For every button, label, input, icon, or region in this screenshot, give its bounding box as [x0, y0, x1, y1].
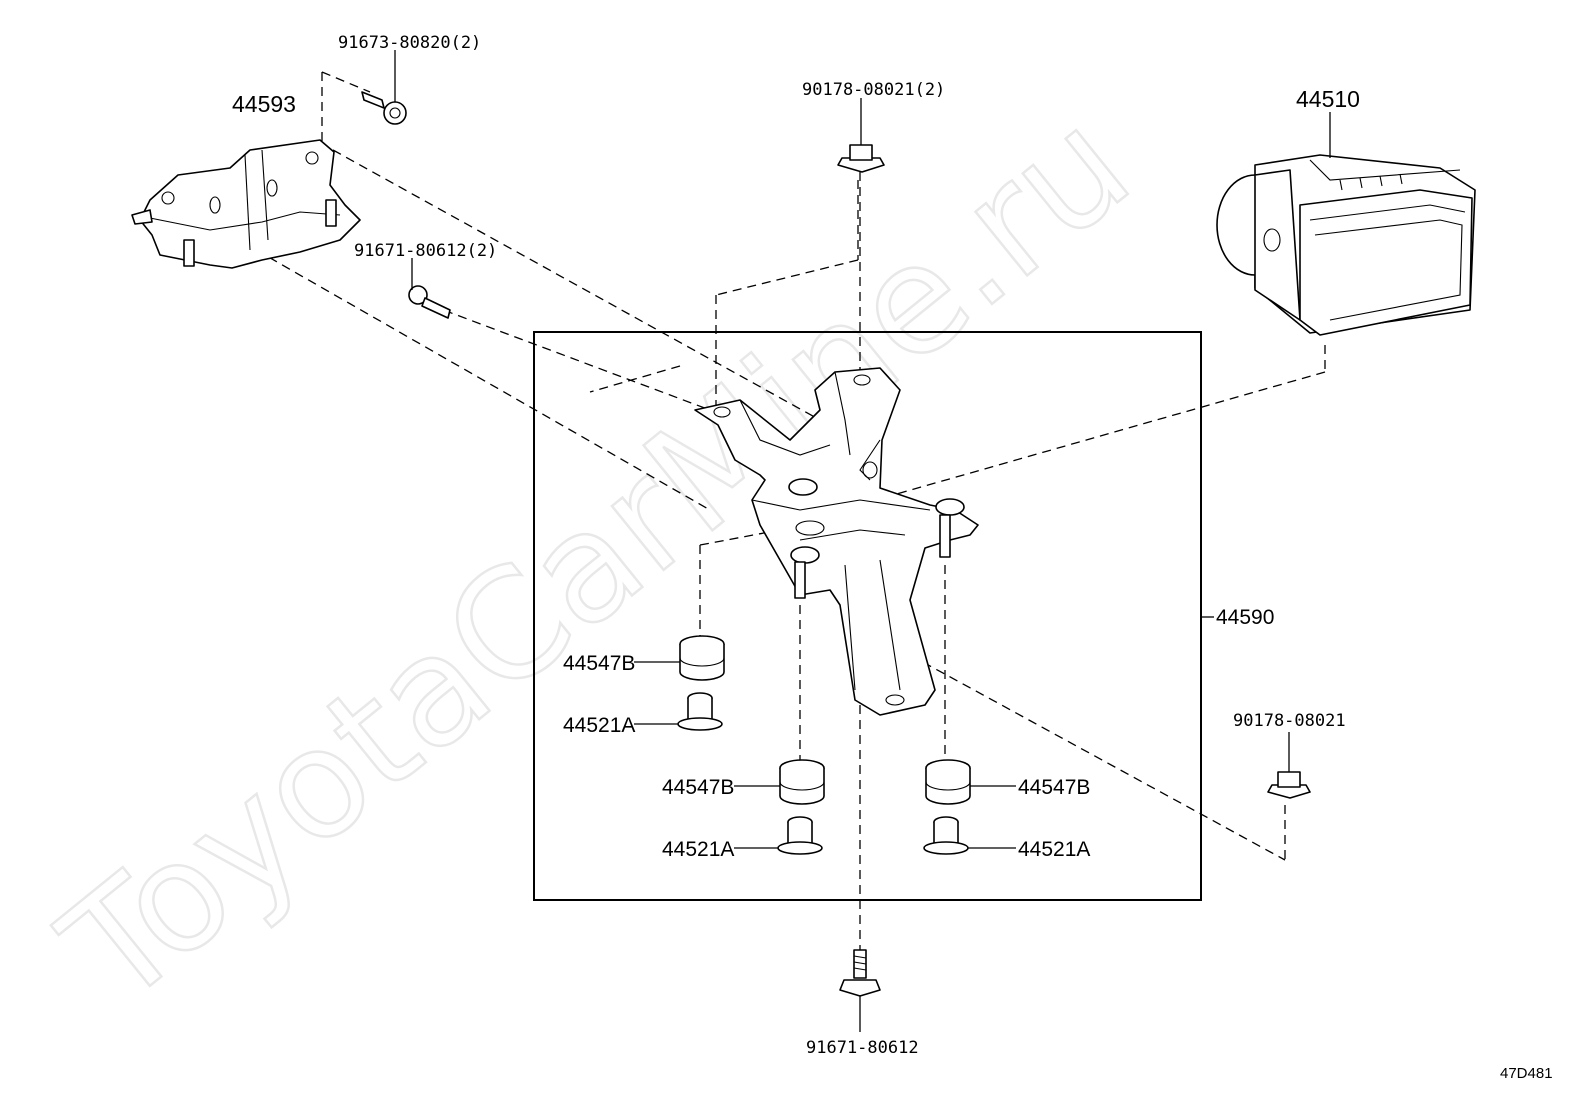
- callout-91673-80820: 91673-80820(2): [338, 33, 481, 53]
- callout-44547B-mid: 44547B: [662, 776, 734, 799]
- collar-44521A-right-icon: [923, 816, 969, 855]
- callout-labels: 91673-80820(2) 44593 90178-08021(2) 4451…: [232, 33, 1553, 1082]
- callout-44521A-mid: 44521A: [662, 838, 734, 861]
- callout-90178-08021: 90178-08021: [1233, 711, 1346, 731]
- callout-44547B-right: 44547B: [1018, 776, 1090, 799]
- callout-44547B-left: 44547B: [563, 652, 635, 675]
- bracket-44590: [694, 367, 979, 716]
- callout-44521A-right: 44521A: [1018, 838, 1090, 861]
- bracket-44593: [131, 139, 361, 269]
- callout-44521A-left: 44521A: [563, 714, 635, 737]
- callout-44510: 44510: [1296, 86, 1360, 112]
- bolt-91671-80612-2-icon: [408, 285, 451, 319]
- callout-91671-80612-2: 91671-80612(2): [354, 241, 497, 261]
- callout-90178-08021-2: 90178-08021(2): [802, 80, 945, 100]
- assembly-box: [533, 331, 1202, 901]
- nut-90178-08021-icon: [1267, 771, 1311, 799]
- abs-actuator-44510: [1216, 154, 1476, 336]
- collar-44521A-left-icon: [677, 692, 723, 731]
- callout-44593: 44593: [232, 91, 296, 117]
- isolator-44547B-left-icon: [679, 635, 725, 681]
- callout-44590: 44590: [1216, 606, 1274, 629]
- isolator-44547B-right-icon: [925, 759, 971, 805]
- bolt-91671-80612-icon: [839, 949, 881, 997]
- bolt-91673-80820-icon: [361, 91, 407, 125]
- reference-code: 47D481: [1500, 1065, 1553, 1082]
- callout-91671-80612: 91671-80612: [806, 1038, 919, 1058]
- isolator-44547B-mid-icon: [779, 759, 825, 805]
- nut-90178-08021-2-icon: [837, 144, 885, 173]
- collar-44521A-mid-icon: [777, 816, 823, 855]
